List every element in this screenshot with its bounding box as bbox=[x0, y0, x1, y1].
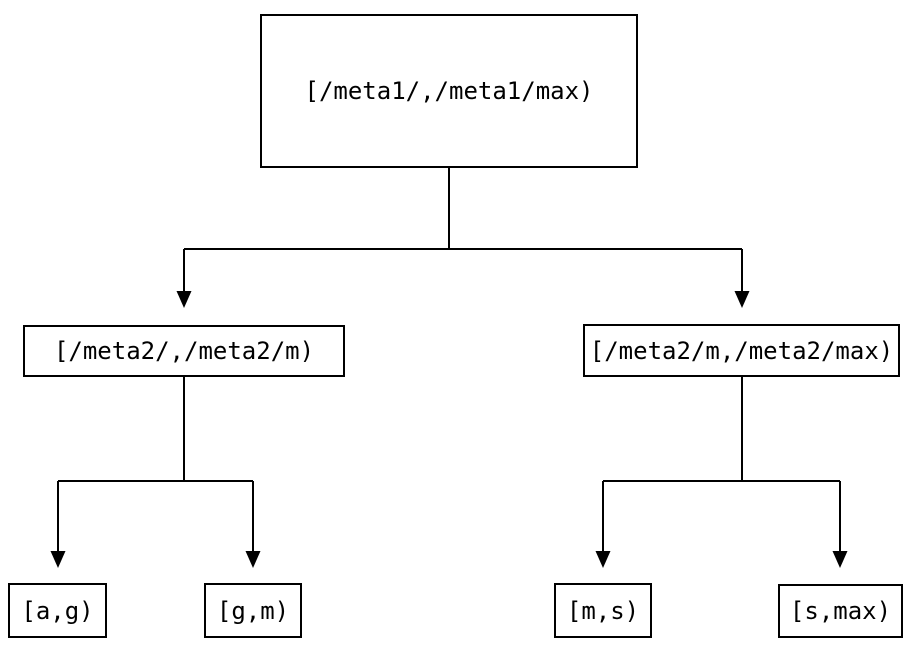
arrowhead-leaf-gm bbox=[245, 551, 261, 568]
node-leaf-ms-label: [m,s) bbox=[566, 596, 640, 625]
arrowhead-leaf-ms bbox=[595, 551, 611, 568]
arrowhead-left-child bbox=[176, 291, 192, 308]
node-root-label: [/meta1/,/meta1/max) bbox=[304, 77, 594, 105]
node-left-child-label: [/meta2/,/meta2/m) bbox=[53, 337, 315, 365]
arrowhead-right-child bbox=[734, 291, 750, 308]
node-root: [/meta1/,/meta1/max) bbox=[260, 14, 638, 168]
node-leaf-ag: [a,g) bbox=[8, 583, 107, 638]
node-leaf-smax-label: [s,max) bbox=[789, 597, 892, 625]
arrowhead-leaf-smax bbox=[832, 551, 848, 568]
node-leaf-gm: [g,m) bbox=[204, 583, 302, 638]
node-right-child: [/meta2/m,/meta2/max) bbox=[583, 324, 900, 377]
node-leaf-gm-label: [g,m) bbox=[216, 596, 290, 625]
arrowhead-leaf-ag bbox=[50, 551, 66, 568]
node-leaf-ag-label: [a,g) bbox=[21, 596, 94, 625]
node-left-child: [/meta2/,/meta2/m) bbox=[23, 325, 345, 377]
node-right-child-label: [/meta2/m,/meta2/max) bbox=[589, 336, 894, 365]
node-leaf-smax: [s,max) bbox=[778, 584, 903, 638]
node-leaf-ms: [m,s) bbox=[554, 583, 652, 638]
